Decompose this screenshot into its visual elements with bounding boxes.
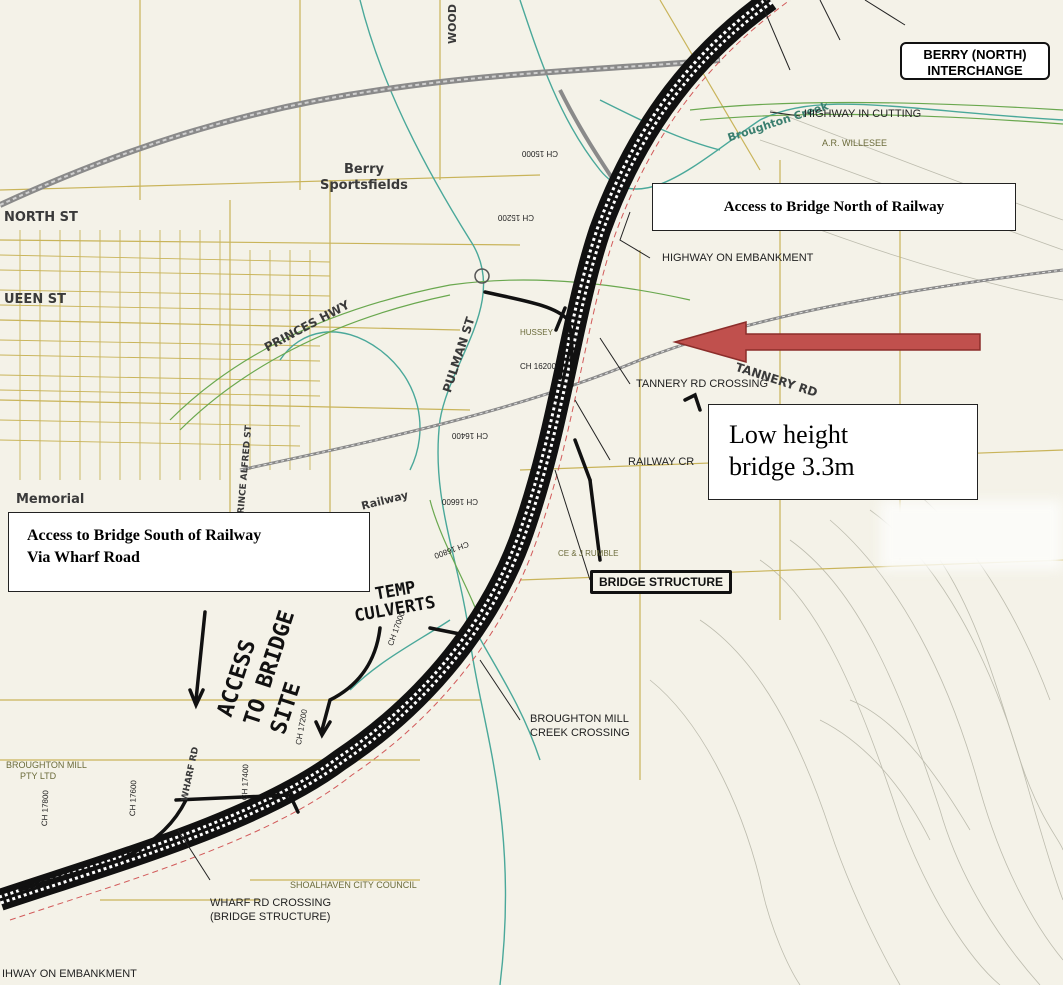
pointer-arrow [672,321,981,363]
chainage-label: CH 16200 [520,362,557,371]
north-st-label: NORTH ST [4,210,78,225]
leader-lines [177,0,906,881]
chainage-label: CH 16600 [441,497,478,506]
contour-lines [649,109,1063,985]
woodhill-label: WOOD [446,4,459,44]
rumble-label: CE & J RUMBLE [558,549,619,558]
south-access-line-1: Access to Bridge South of Railway [27,527,262,544]
broughton-mill-line-2: PTY LTD [20,771,57,781]
willesee-label: A.R. WILLESEE [822,138,888,148]
wharf-crossing-line-1: WHARF RD CROSSING [210,897,331,909]
sportsfields-line-1: Berry [343,162,384,177]
south-access-line-2: Via Wharf Road [27,549,140,566]
broughton-mill-label: BROUGHTON MILL PTY LTD [6,760,87,782]
wharf-crossing-label: WHARF RD CROSSING (BRIDGE STRUCTURE) [210,896,331,924]
town-grid [0,230,331,480]
chainage-label: CH 15000 [521,149,558,158]
hand-drawn-routes [18,290,702,892]
shoalhaven-label: SHOALHAVEN CITY COUNCIL [290,880,417,890]
broughton-mill-line-1: BROUGHTON MILL [6,760,87,770]
chainage-label: CH 17600 [128,779,139,817]
highway-alignment [0,0,791,921]
interchange-line-1: BERRY (NORTH) [923,47,1027,62]
broughton-mill-crossing-label: BROUGHTON MILL CREEK CROSSING [530,712,630,740]
south-access-callout: Access to Bridge South of Railway Via Wh… [8,512,370,592]
railway-crossing-label: RAILWAY CR [628,456,695,468]
roundabout-marker [474,268,490,284]
low-bridge-line-1: Low height [729,420,849,449]
interchange-label: BERRY (NORTH) INTERCHANGE [900,42,1050,80]
tannery-crossing-label: TANNERY RD CROSSING [636,378,769,390]
bottom-embankment-label: IHWAY ON EMBANKMENT [2,968,137,980]
low-bridge-line-2: bridge 3.3m [729,452,855,481]
erased-area [880,500,1063,570]
interchange-line-2: INTERCHANGE [927,63,1023,78]
highway-cutting-label: HIGHWAY IN CUTTING [804,108,922,120]
north-access-text: Access to Bridge North of Railway [723,198,945,215]
wharf-crossing-line-2: (BRIDGE STRUCTURE) [210,911,331,923]
existing-roads [169,101,1063,621]
chainage-label: CH 15200 [497,213,534,222]
bridge-structure-label: BRIDGE STRUCTURE [590,570,733,594]
sportsfields-line-2: Sportsfields [320,178,408,193]
property-lines [0,0,1063,901]
memorial-label: Memorial [16,492,85,507]
sportsfields-label: Berry Sportsfields [320,162,408,194]
chainage-label: CH 17400 [240,763,251,801]
hussey-label: HUSSEY [520,328,553,337]
chainage-label: CH 17800 [40,789,51,827]
north-access-callout: Access to Bridge North of Railway [652,183,1016,231]
chainage-label: CH 16400 [451,431,488,440]
low-bridge-callout: Low height bridge 3.3m [708,404,978,500]
broughton-mill-crossing-line-1: BROUGHTON MILL [530,713,629,725]
broughton-mill-crossing-line-2: CREEK CROSSING [530,727,630,739]
queen-st-label: UEEN ST [4,292,66,307]
highway-embankment-label: HIGHWAY ON EMBANKMENT [662,252,814,264]
